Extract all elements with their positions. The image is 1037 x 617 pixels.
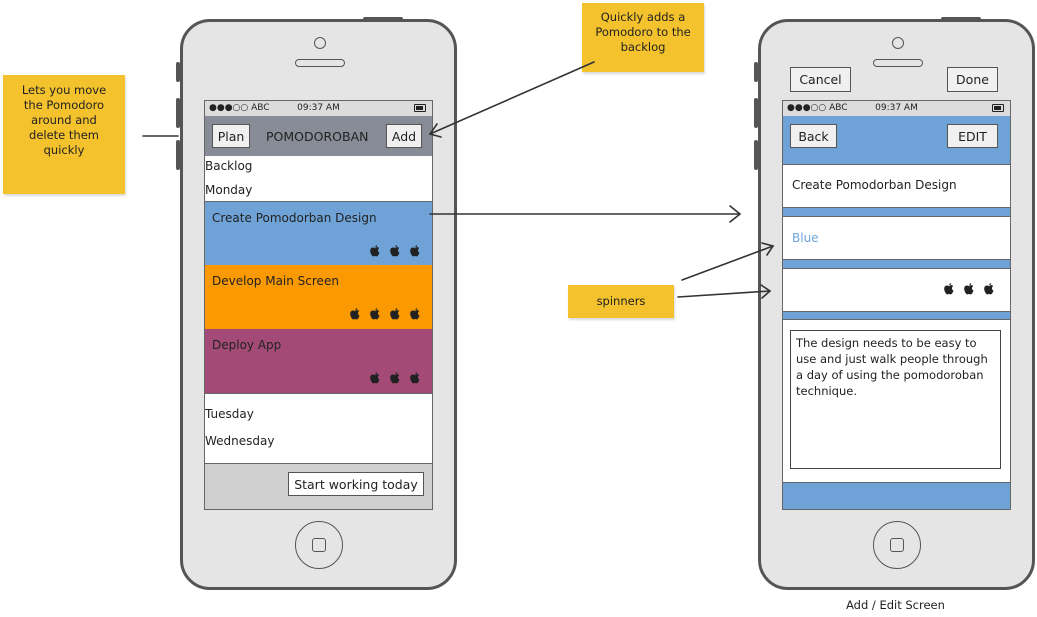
task-card-create-design[interactable]: Create Pomodorban Design [205,201,432,267]
edit-screen: ●●●○○ ABC 09:37 AM Back EDIT Create Pomo… [782,100,1011,510]
section-monday[interactable]: Monday [205,183,253,197]
volume-down-button [754,140,758,170]
section-backlog[interactable]: Backlog [205,159,253,173]
apple-icon [388,307,402,321]
pomodoro-count [942,282,996,296]
pomodoro-spinner[interactable] [783,268,1010,312]
home-button[interactable] [295,521,343,569]
apple-icon [368,307,382,321]
mute-switch [176,62,180,82]
status-time: 09:37 AM [297,103,340,113]
start-working-button[interactable]: Start working today [288,472,424,496]
task-title-value: Create Pomodorban Design [792,178,957,192]
apple-icon [982,282,996,296]
camera-icon [314,37,326,49]
battery-icon [992,104,1004,112]
task-card-deploy-app[interactable]: Deploy App [205,329,432,394]
add-button[interactable]: Add [386,124,422,148]
section-tuesday[interactable]: Tuesday [205,407,254,421]
apple-icon [942,282,956,296]
app-title: POMODOROBAN [266,129,369,144]
apple-icon [962,282,976,296]
apple-icon [408,307,422,321]
main-screen: ●●●○○ ABC 09:37 AM Plan POMODOROBAN Add … [204,100,433,510]
mute-switch [754,62,758,82]
volume-up-button [176,98,180,128]
signal-indicator: ●●●○○ ABC [787,103,848,113]
arrow-spinner-pomodoro [677,290,771,298]
description-panel: The design needs to be easy to use and j… [783,319,1010,483]
sticky-note-add: Quickly adds a Pomodoro to the backlog [582,3,704,72]
pomodoro-count [368,244,422,258]
status-bar: ●●●○○ ABC 09:37 AM [205,101,432,116]
apple-icon [388,244,402,258]
cancel-button[interactable]: Cancel [790,67,851,92]
sticky-note-add-text: Quickly adds a Pomodoro to the backlog [595,10,691,54]
edit-phone: Cancel Done ●●●○○ ABC 09:37 AM Back EDIT… [758,19,1035,590]
home-button[interactable] [873,521,921,569]
sticky-note-move-text: Lets you move the Pomodoro around and de… [21,83,107,157]
description-textarea[interactable]: The design needs to be easy to use and j… [790,330,1001,469]
status-time: 09:37 AM [875,103,918,113]
battery-icon [414,104,426,112]
status-bar: ●●●○○ ABC 09:37 AM [783,101,1010,116]
done-button[interactable]: Done [947,67,998,92]
sticky-note-move: Lets you move the Pomodoro around and de… [3,75,125,194]
task-card-develop-main[interactable]: Develop Main Screen [205,265,432,330]
sticky-note-spinners: spinners [568,285,674,318]
camera-icon [892,37,904,49]
section-wednesday[interactable]: Wednesday [205,434,275,448]
arrow-card-to-edit-head [729,205,742,223]
apple-icon [368,371,382,385]
color-value: Blue [792,231,819,245]
task-title: Deploy App [212,338,282,352]
main-phone: ●●●○○ ABC 09:37 AM Plan POMODOROBAN Add … [180,19,457,590]
apple-icon [408,371,422,385]
sticky-note-spinners-text: spinners [596,294,646,308]
plan-button[interactable]: Plan [212,124,250,148]
edit-screen-caption: Add / Edit Screen [846,598,945,612]
task-title: Develop Main Screen [212,274,339,288]
pomodoro-count [368,371,422,385]
apple-icon [368,244,382,258]
description-text: The design needs to be easy to use and j… [796,336,988,398]
apple-icon [408,244,422,258]
home-square-icon [890,538,904,552]
speaker-icon [873,59,923,67]
pomodoro-count [348,307,422,321]
back-button[interactable]: Back [790,124,837,148]
apple-icon [348,307,362,321]
edit-button[interactable]: EDIT [947,124,998,148]
color-spinner[interactable]: Blue [783,216,1010,260]
task-title-row[interactable]: Create Pomodorban Design [783,164,1010,208]
apple-icon [388,371,402,385]
volume-up-button [754,98,758,128]
speaker-icon [295,59,345,67]
signal-indicator: ●●●○○ ABC [209,103,270,113]
volume-down-button [176,140,180,170]
home-square-icon [312,538,326,552]
task-title: Create Pomodorban Design [212,211,377,225]
